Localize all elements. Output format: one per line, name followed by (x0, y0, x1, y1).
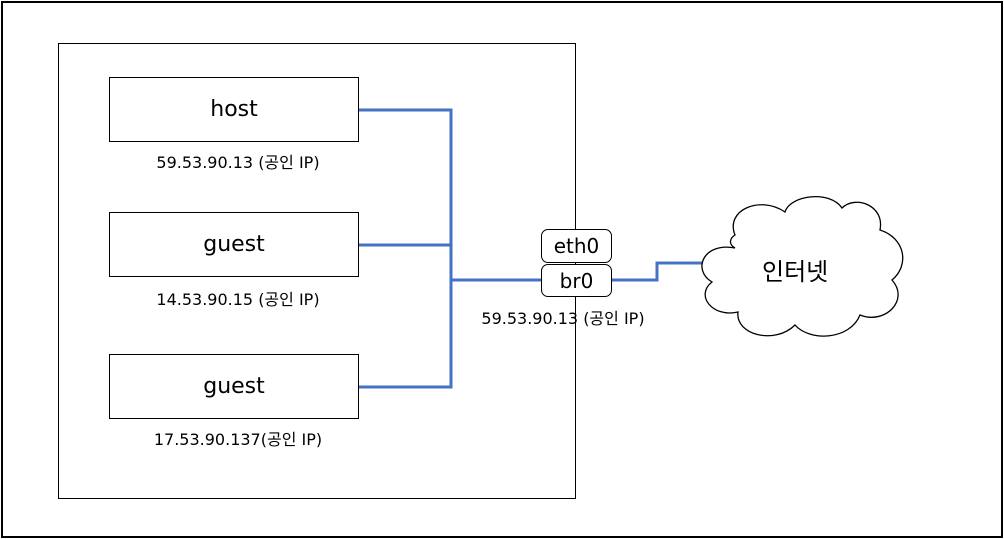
guest-2-ip-label: 17.53.90.137(공인 IP) (153, 430, 323, 449)
wire-br0-internet (612, 261, 706, 282)
internet-cloud-icon (701, 196, 904, 337)
br0-ip-label: 59.53.90.13 (공인 IP) (481, 309, 645, 328)
eth0-interface[interactable]: eth0 (541, 229, 612, 263)
host-ip-label: 59.53.90.13 (공인 IP) (156, 153, 320, 172)
wire-guest-2 (358, 280, 453, 389)
br0-interface[interactable]: br0 (541, 264, 612, 297)
host-node[interactable]: host (109, 77, 359, 142)
guest-node-2[interactable]: guest (109, 354, 359, 419)
guest-1-ip-label: 14.53.90.15 (공인 IP) (156, 290, 320, 309)
wire-host (358, 108, 453, 280)
guest-node-1[interactable]: guest (109, 212, 359, 277)
internet-label: 인터넷 (762, 258, 829, 286)
